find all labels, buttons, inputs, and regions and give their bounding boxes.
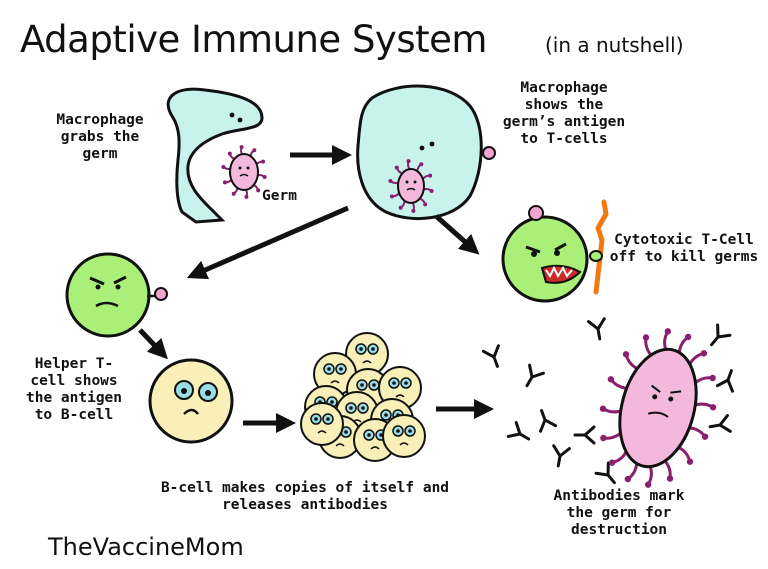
small-germ-2 (388, 159, 434, 213)
arrow-presenting-to-helper (186, 205, 349, 280)
antigen-tab-1 (482, 146, 496, 160)
antigen-tab-2 (528, 205, 544, 221)
cytotoxic-stick (593, 199, 609, 295)
antibody-y (715, 369, 734, 393)
antibody-y (539, 409, 558, 433)
label-cytotoxic: Cytotoxic T-Cell off to kill germs (609, 232, 759, 265)
large-germ (599, 328, 717, 488)
antibody-y (525, 363, 545, 388)
antibody-y (481, 344, 500, 368)
antibody-y (710, 323, 732, 347)
label-antibodies-mark: Antibodies mark the germ for destruction (553, 488, 685, 538)
cytotoxic-t-cell (501, 199, 609, 303)
macrophage-presenting-antigen (356, 84, 496, 220)
antibodies-group (481, 317, 734, 485)
antigen-tab-3 (154, 287, 168, 301)
label-macrophage-shows: Macrophage shows the germ’s antigen to T… (502, 80, 626, 147)
antibody-y (506, 421, 531, 441)
helper-body (65, 252, 151, 338)
antibody-y (552, 444, 571, 468)
macrophage-body-2 (356, 84, 483, 220)
b-cell-copy (382, 414, 426, 458)
small-germ-1 (221, 145, 267, 199)
antibody-y (573, 425, 596, 445)
macrophage-grabbing-germ (166, 87, 267, 224)
b-cell-body (148, 358, 234, 444)
label-germ: Germ (262, 188, 297, 204)
page-title: Adaptive Immune System (20, 18, 487, 61)
antibody-y (594, 461, 616, 485)
macrophage-body-1 (166, 87, 264, 224)
helper-t-cell (65, 252, 168, 338)
cytotoxic-mouth (540, 264, 582, 284)
label-bcell-copies: B-cell makes copies of itself and releas… (160, 480, 450, 513)
b-cell (148, 358, 234, 444)
b-cell-copy (345, 332, 389, 376)
label-macrophage-grabs: Macrophage grabs the germ (56, 112, 144, 162)
arrows (138, 145, 494, 433)
antibody-y (587, 317, 606, 341)
antibody-y (708, 414, 732, 433)
large-germ-body (618, 347, 698, 469)
page-subtitle: (in a nutshell) (545, 33, 684, 57)
arrow-helper-to-bcell (138, 328, 168, 360)
cytotoxic-body (501, 215, 589, 303)
brand-logo: TheVaccineMom (48, 533, 244, 561)
arrow-presenting-to-cytotoxic (434, 214, 480, 255)
b-cell-copy (300, 402, 344, 446)
b-cell-copies-cluster (300, 332, 426, 462)
label-helper: Helper T- cell shows the antigen to B-ce… (25, 356, 123, 423)
